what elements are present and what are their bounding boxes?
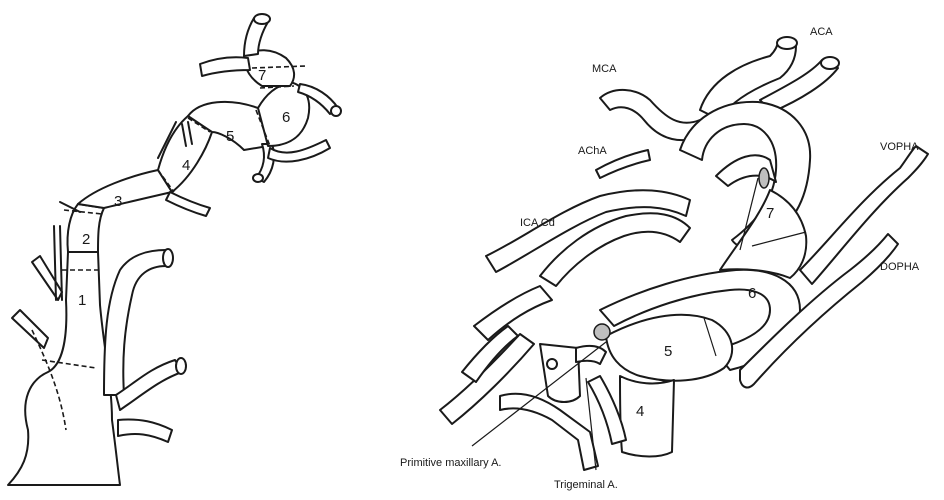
label-dopha: DOPHA (880, 261, 920, 273)
segment-4-vessel (620, 376, 674, 457)
segment-7-branch-left (200, 57, 250, 76)
label-aca: ACA (810, 26, 833, 38)
vessel-cut-end (759, 168, 769, 188)
vessel-cap (777, 37, 797, 49)
label-trigeminal: Trigeminal A. (554, 479, 618, 491)
segment-label-6: 6 (282, 109, 290, 126)
label-primitive-maxillary: Primitive maxillary A. (400, 457, 501, 469)
vessel-cap (176, 358, 186, 374)
segment-label-2: 2 (82, 231, 90, 248)
left-branch-a (12, 310, 48, 348)
carotid-bulb (8, 252, 120, 485)
segment-label-3: 3 (114, 193, 122, 210)
vessel-cap (163, 249, 173, 267)
segment-label-1: 1 (78, 292, 86, 309)
vessel-cap (821, 57, 839, 69)
vessel-cap (253, 174, 263, 182)
segment-label-5: 5 (664, 343, 672, 360)
label-ica-cd: ICA Cd (520, 217, 555, 229)
vessel-cap (547, 359, 557, 369)
lower-branch-b (118, 419, 172, 442)
segment-3-vessel (78, 170, 172, 208)
label-mca: MCA (592, 63, 617, 75)
inner-cylinder (540, 344, 580, 402)
vessel-cap (254, 14, 270, 24)
right-artery-drawing: 4 5 6 7 ACA MCA AChA ICA Cd VOPHA DOPHA … (400, 26, 928, 491)
label-acha: AChA (578, 145, 607, 157)
lower-branch-a (116, 360, 182, 410)
label-vopha: VOPHA (880, 141, 919, 153)
primitive-maxillary-origin (594, 324, 610, 340)
segment-label-4: 4 (636, 403, 644, 420)
segment-label-5: 5 (226, 128, 234, 145)
segment-label-7: 7 (766, 205, 774, 222)
vessel-cap (331, 106, 341, 116)
left-artery-drawing: 1 2 3 4 5 6 7 (8, 14, 341, 485)
trigeminal-vessel (500, 394, 598, 470)
segment-label-4: 4 (182, 157, 190, 174)
segment-3-branch (166, 192, 210, 216)
left-branch-b (32, 256, 62, 300)
segment-label-7: 7 (258, 67, 266, 84)
segment-label-6: 6 (748, 285, 756, 302)
